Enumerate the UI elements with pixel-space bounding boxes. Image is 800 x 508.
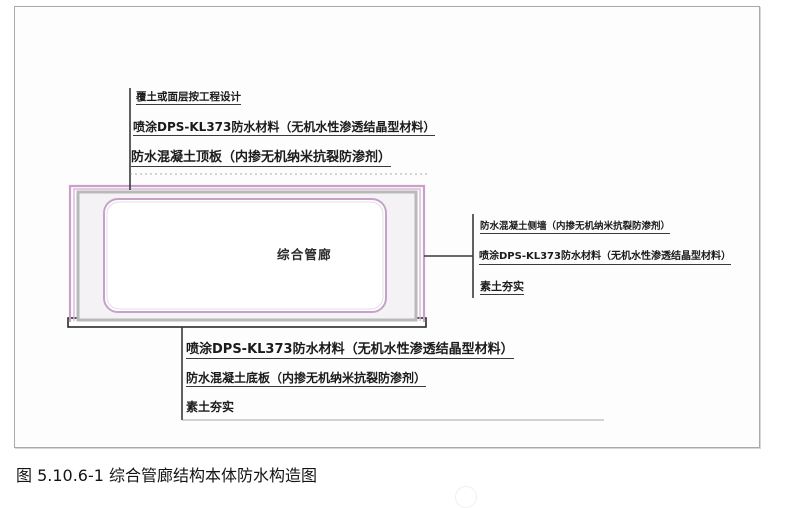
annotation-right-compacted-soil: 素土夯实 [480, 280, 524, 295]
annotation-top-spray-waterproof: 喷涂DPS-KL373防水材料（无机水性渗透结晶型材料） [133, 120, 436, 136]
annotation-right-spray-waterproof: 喷涂DPS-KL373防水材料（无机水性渗透结晶型材料） [479, 251, 731, 265]
annotation-top-cover-soil: 覆土或面层按工程设计 [136, 91, 241, 106]
annotation-bottom-compacted-soil: 素土夯实 [186, 400, 235, 414]
interior-cavity-shadow [106, 201, 384, 310]
waterproofing-construction-diagram [67, 88, 604, 421]
tunnel-interior-label: 综合管廊 [277, 247, 332, 262]
annotation-top-roof-slab: 防水混凝土顶板（内掺无机纳米抗裂防渗剂） [131, 150, 392, 167]
figure-caption: 图 5.10.6-1 综合管廊结构本体防水构造图 [16, 466, 318, 485]
watermark-circle [455, 486, 477, 508]
membrane-inner-trace [73, 188, 421, 321]
interior-cavity [103, 198, 387, 313]
annotation-bottom-spray-waterproof: 喷涂DPS-KL373防水材料（无机水性渗透结晶型材料） [186, 342, 514, 359]
annotation-right-side-wall: 防水混凝土侧墙（内掺无机纳米抗裂防渗剂） [480, 221, 671, 234]
outer-waterproof-membrane [68, 184, 426, 322]
annotation-bottom-base-slab: 防水混凝土底板（内掺无机纳米抗裂防渗剂） [186, 371, 427, 387]
